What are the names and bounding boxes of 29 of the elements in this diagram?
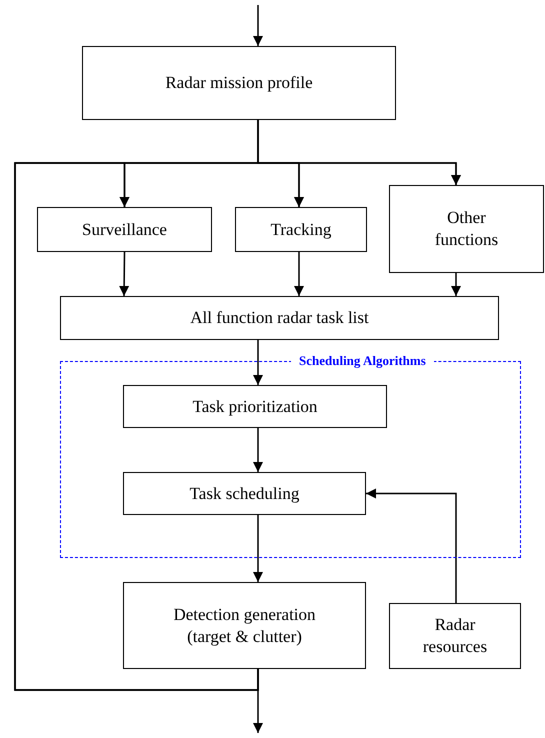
- arrow: [253, 5, 263, 46]
- arrow: [253, 428, 263, 472]
- arrow: [366, 488, 457, 603]
- arrow: [119, 252, 130, 296]
- process-box: [37, 207, 212, 252]
- node-label: Radar resources: [422, 614, 488, 658]
- process-box: [82, 46, 396, 120]
- node-label: Detection generation (target & clutter): [172, 604, 317, 648]
- arrow: [253, 669, 263, 733]
- arrow: [294, 252, 304, 296]
- node-label: Task prioritization: [192, 396, 318, 418]
- arrow: [253, 515, 263, 582]
- process-box: [235, 207, 367, 252]
- process-box: [60, 296, 499, 340]
- arrow: [14, 162, 461, 691]
- node-label: Tracking: [270, 218, 332, 240]
- process-box: [123, 472, 366, 515]
- node-label: Other functions: [434, 207, 500, 251]
- node-label: Surveillance: [82, 218, 167, 240]
- process-box: [389, 603, 521, 669]
- process-box: [123, 582, 366, 669]
- node-label: All function radar task list: [190, 307, 369, 329]
- node-label: Radar mission profile: [165, 72, 313, 94]
- group-title: Scheduling Algorithms: [291, 353, 434, 369]
- process-box: [389, 185, 544, 273]
- node-label: Task scheduling: [190, 482, 300, 504]
- arrow: [253, 340, 263, 385]
- arrow: [451, 273, 461, 296]
- process-box: [123, 385, 387, 428]
